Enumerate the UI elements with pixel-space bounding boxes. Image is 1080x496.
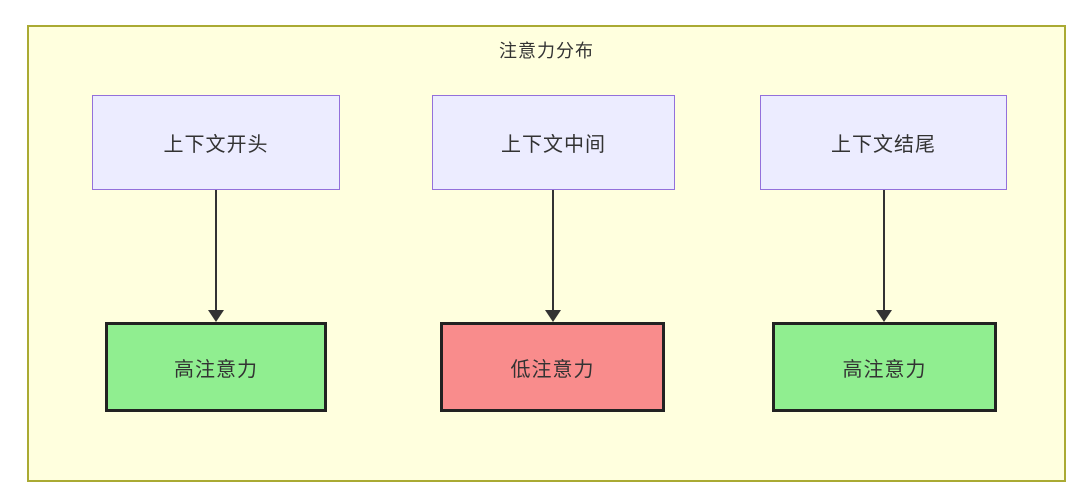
node-attention-start: 高注意力: [105, 322, 327, 412]
diagram-canvas: 注意力分布 上下文开头 高注意力 上下文中间 低注意力 上下文结尾 高注意力: [27, 25, 1066, 482]
node-context-middle-label: 上下文中间: [501, 132, 606, 156]
arrow-start-to-attention: [208, 190, 224, 322]
node-attention-middle-label: 低注意力: [510, 356, 595, 381]
node-context-middle: 上下文中间: [432, 95, 675, 190]
arrow-end-to-attention: [876, 190, 892, 322]
node-attention-end: 高注意力: [772, 322, 997, 412]
node-context-start-label: 上下文开头: [163, 132, 269, 156]
node-attention-middle: 低注意力: [440, 322, 665, 412]
diagram-title: 注意力分布: [499, 41, 594, 62]
node-context-end: 上下文结尾: [760, 95, 1007, 190]
node-attention-start-label: 高注意力: [174, 356, 258, 381]
arrow-middle-to-attention: [545, 190, 561, 322]
node-attention-end-label: 高注意力: [842, 356, 927, 381]
node-context-start: 上下文开头: [92, 95, 340, 190]
node-context-end-label: 上下文结尾: [831, 132, 936, 156]
